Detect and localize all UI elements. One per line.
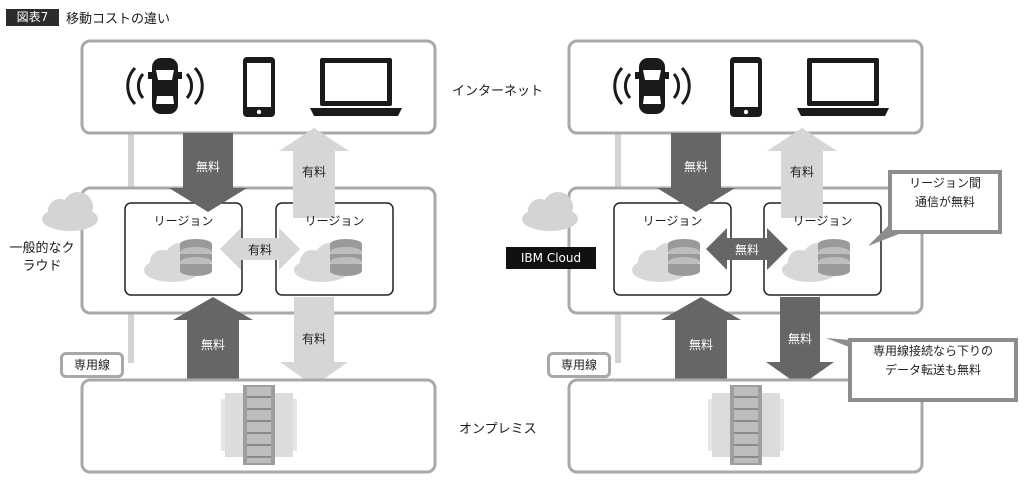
figure-badge: 図表7 — [6, 9, 59, 26]
onpremise-layer-label: オンプレミス — [459, 422, 537, 437]
left-arrow-internet-down — [169, 133, 247, 212]
left-region-1-label: リージョン — [153, 214, 214, 228]
left-arrow-internet-up — [279, 128, 349, 218]
left-diagram — [42, 39, 437, 474]
internet-layer-label: インターネット — [452, 84, 544, 99]
right-arrow-onprem-down — [766, 297, 834, 386]
right-between-regions-label: 無料 — [734, 243, 759, 257]
left-between-regions-label: 有料 — [247, 243, 272, 257]
left-internet-down-label: 無料 — [195, 160, 220, 174]
left-arrow-onprem-up — [173, 297, 253, 380]
server-rack-icon — [220, 384, 298, 466]
left-connector-top — [128, 133, 134, 188]
cloud-icon — [42, 192, 98, 231]
right-onprem-down-label: 無料 — [787, 332, 812, 346]
right-arrow-internet-down — [657, 133, 735, 212]
right-region-1-label: リージョン — [642, 214, 703, 228]
right-dedicated-line: 専用線 — [547, 352, 611, 378]
left-dedicated-line: 専用線 — [60, 352, 124, 378]
left-arrow-between-regions — [220, 228, 300, 270]
right-internet-down-label: 無料 — [683, 160, 708, 174]
right-arrow-between-regions — [706, 228, 788, 270]
cloud-icon — [522, 192, 578, 231]
database-icon — [330, 239, 362, 276]
figure-title: 移動コストの違い — [66, 12, 171, 27]
database-icon — [180, 239, 212, 276]
left-onprem-up-label: 無料 — [200, 338, 225, 352]
server-rack-icon — [707, 384, 785, 466]
database-icon — [818, 239, 850, 276]
callout-dedicated-free: 専用線接続なら下りの データ転送も無料 — [848, 338, 1018, 402]
database-icon — [668, 239, 700, 276]
right-arrow-internet-up — [767, 128, 837, 218]
left-cloud-label: 一般的なクラウド — [9, 241, 75, 274]
right-connector-top — [615, 133, 621, 188]
right-connector-bottom — [615, 313, 621, 363]
right-internet-up-label: 有料 — [789, 165, 814, 179]
right-onprem-up-label: 無料 — [688, 338, 713, 352]
left-region-2-label: リージョン — [304, 214, 365, 228]
right-arrow-onprem-up — [661, 297, 741, 380]
left-onprem-down-label: 有料 — [301, 332, 326, 346]
right-diagram — [522, 39, 924, 474]
left-arrow-onprem-down — [280, 297, 348, 386]
callout-regions-free: リージョン間 通信が無料 — [888, 170, 1002, 234]
right-region-2-label: リージョン — [792, 214, 853, 228]
smartphone-icon — [730, 57, 762, 117]
smartphone-icon — [243, 57, 275, 117]
ibm-cloud-label: IBM Cloud — [506, 247, 596, 269]
left-internet-up-label: 有料 — [301, 165, 326, 179]
left-connector-bottom — [128, 313, 134, 363]
